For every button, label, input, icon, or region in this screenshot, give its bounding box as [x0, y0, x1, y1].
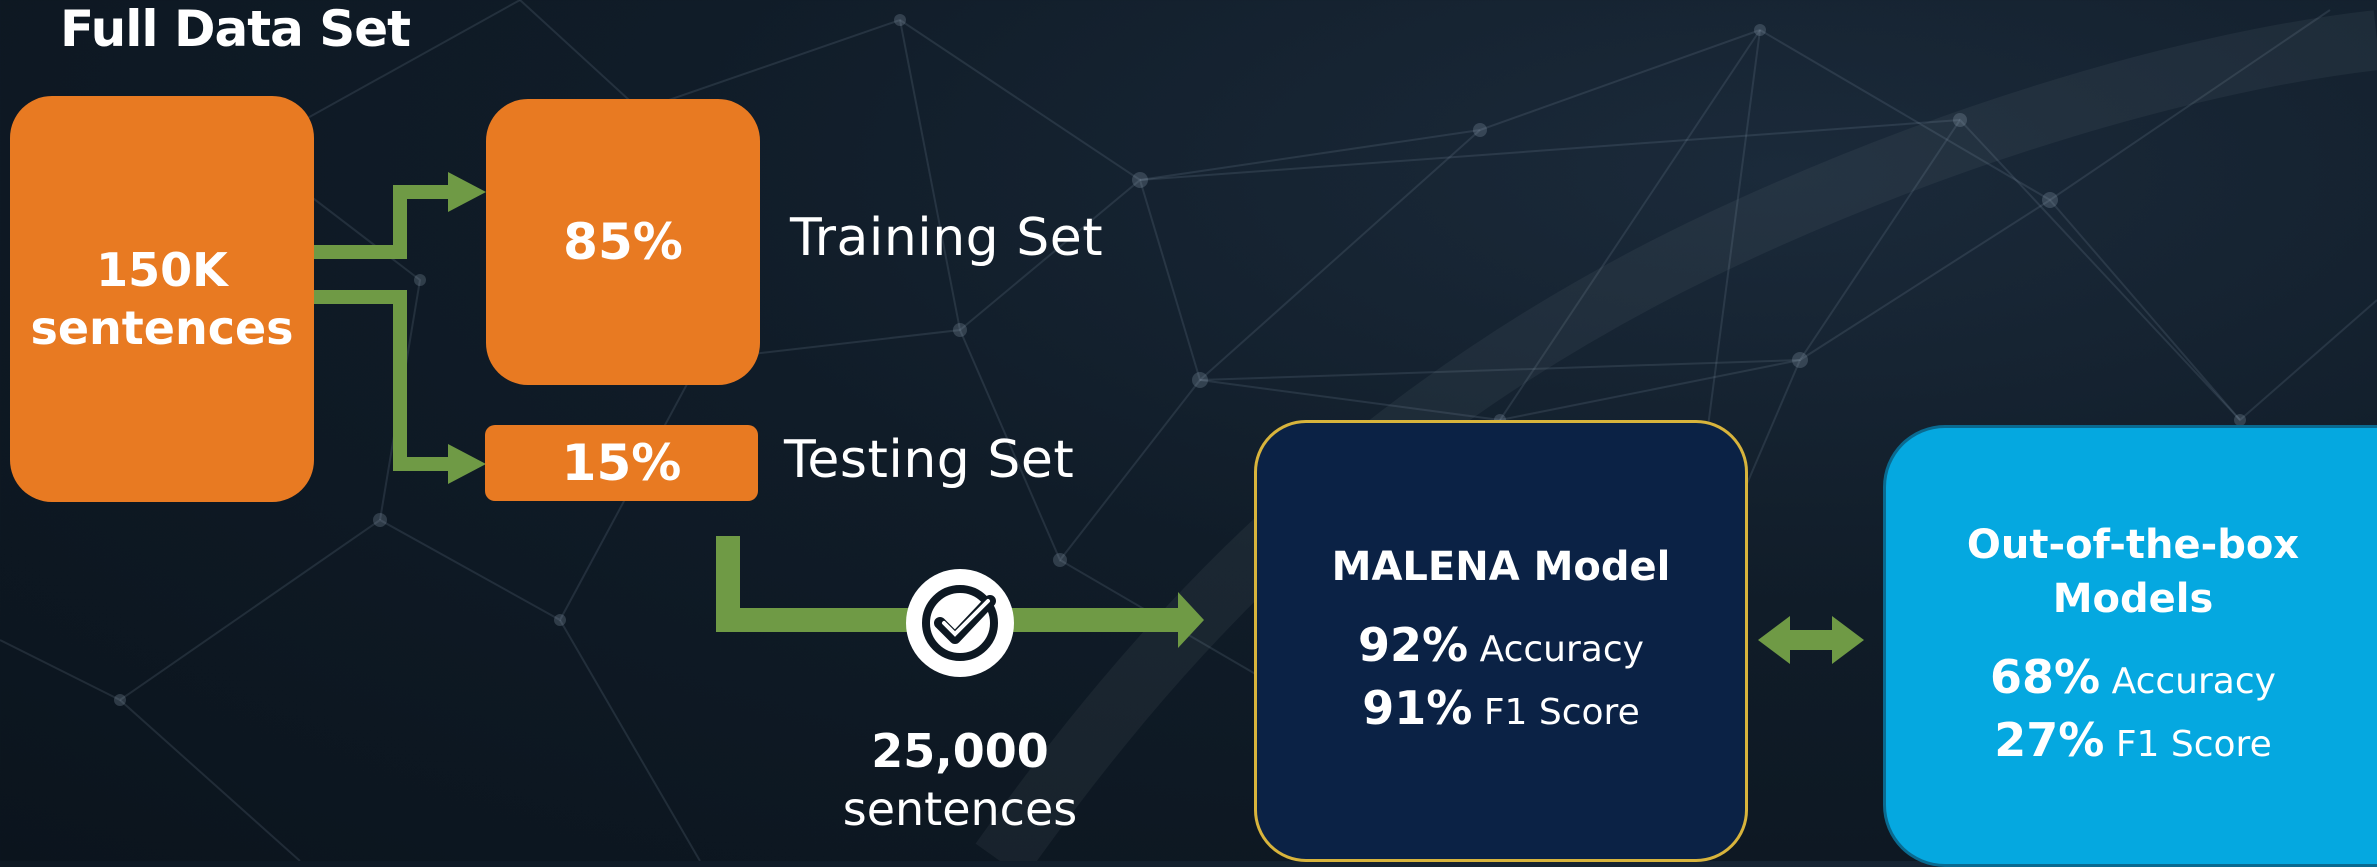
testing-percent: 15%: [561, 434, 682, 492]
otb-accuracy-value: 68%: [1990, 650, 2101, 704]
malena-f1-label: F1 Score: [1483, 692, 1640, 733]
testing-set-label: Testing Set: [784, 430, 1075, 490]
full-data-box: 150K sentences: [10, 96, 314, 502]
malena-title: MALENA Model: [1331, 544, 1671, 590]
malena-f1-value: 91%: [1362, 681, 1473, 735]
arrow-to-model: [716, 536, 1182, 632]
malena-accuracy-label: Accuracy: [1479, 629, 1644, 670]
arrowhead-testing: [448, 444, 486, 484]
otb-f1-value: 27%: [1994, 713, 2105, 767]
arrowhead-training: [448, 172, 486, 212]
training-box: 85%: [486, 99, 760, 385]
test-count-number: 25,000: [871, 724, 1049, 778]
arrow-to-training: [314, 185, 450, 259]
arrow-to-testing: [314, 290, 450, 471]
training-percent: 85%: [563, 213, 683, 271]
page-title: Full Data Set: [60, 0, 411, 58]
otb-title-line1: Out-of-the-box: [1966, 522, 2300, 568]
malena-f1: 91% F1 Score: [1362, 679, 1639, 742]
malena-accuracy-value: 92%: [1358, 618, 1469, 672]
training-set-label: Training Set: [790, 208, 1104, 268]
check-circle-icon: [906, 569, 1014, 677]
malena-accuracy: 92% Accuracy: [1358, 616, 1644, 679]
otb-f1-label: F1 Score: [2115, 724, 2272, 765]
otb-accuracy-label: Accuracy: [2111, 661, 2276, 702]
double-arrow-icon: [1758, 616, 1864, 664]
otb-title-line2: Models: [2052, 576, 2214, 622]
otb-f1: 27% F1 Score: [1994, 711, 2271, 774]
test-sentence-count: 25,000 sentences: [820, 722, 1100, 838]
test-count-unit: sentences: [842, 782, 1078, 836]
arrowhead-model: [1178, 592, 1204, 648]
malena-model-box: MALENA Model 92% Accuracy 91% F1 Score: [1254, 420, 1748, 862]
out-of-box-models-box: Out-of-the-box Models 68% Accuracy 27% F…: [1883, 425, 2377, 867]
testing-box: 15%: [485, 425, 758, 501]
full-data-unit: sentences: [30, 301, 294, 355]
otb-title: Out-of-the-box Models: [1967, 518, 2299, 626]
otb-accuracy: 68% Accuracy: [1990, 648, 2276, 711]
full-data-count: 150K: [96, 243, 228, 297]
